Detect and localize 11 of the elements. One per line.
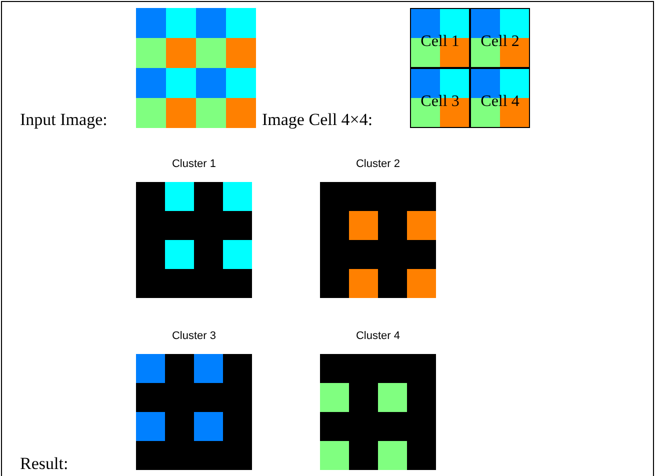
cluster-title: Cluster 4 bbox=[354, 330, 402, 342]
caption-text: Result: bbox=[20, 454, 68, 474]
cell-label: Cell 1 bbox=[420, 33, 460, 51]
cluster-title: Cluster 2 bbox=[354, 158, 402, 170]
cluster-title: Cluster 3 bbox=[170, 330, 218, 342]
cell-label: Cell 2 bbox=[480, 33, 520, 51]
cluster-title: Cluster 1 bbox=[170, 158, 218, 170]
caption-text: Image Cell 4×4: bbox=[262, 110, 373, 130]
cell-label: Cell 4 bbox=[480, 93, 520, 111]
caption-text: Input Image: bbox=[20, 110, 108, 130]
cell-label: Cell 3 bbox=[420, 93, 460, 111]
